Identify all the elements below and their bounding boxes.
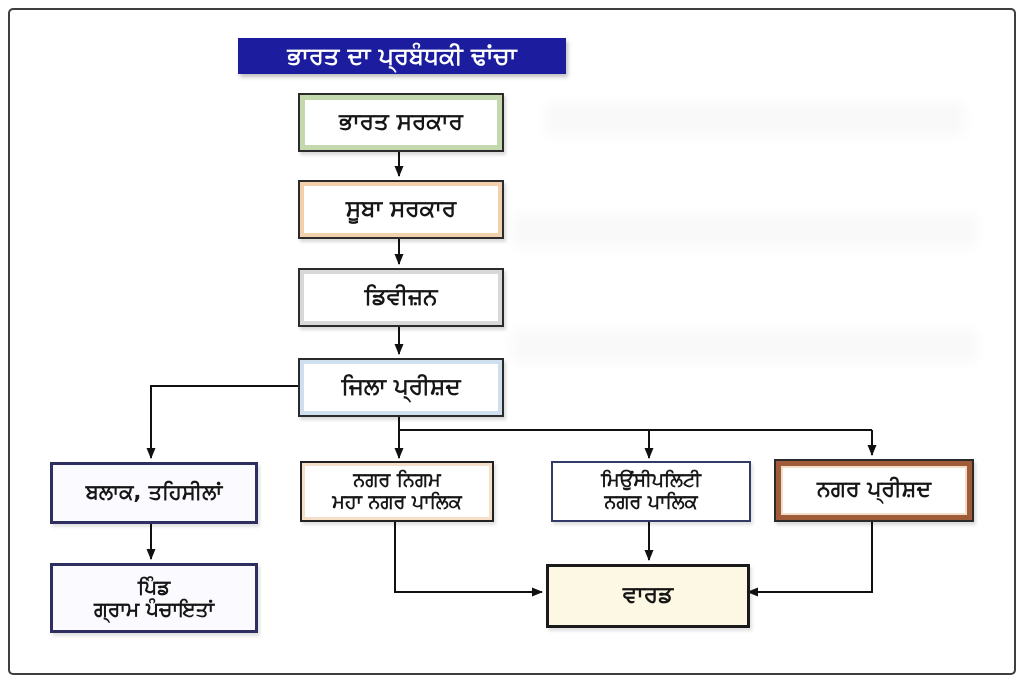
node-label: ਭਾਰਤ ਸਰਕਾਰ	[339, 108, 463, 135]
node-label: ਬਲਾਕ, ਤਹਿਸੀਲਾਂ	[85, 480, 223, 505]
node-label-line2: ਗ੍ਰਾਮ ਪੰਚਾਇਤਾਂ	[93, 597, 215, 621]
edge-nigam-ward	[394, 521, 543, 597]
node-block-tehsil: ਬਲਾਕ, ਤਹਿਸੀਲਾਂ	[50, 462, 258, 524]
node-label-line1: ਨਗਰ ਨਿਗਮ	[353, 469, 441, 492]
node-division: ਡਿਵੀਜ਼ਨ	[298, 268, 504, 327]
node-municipality: ਮਿਉਂਸੀਪਲਿਟੀ ਨਗਰ ਪਾਲਿਕ	[551, 461, 751, 522]
node-label-line1: ਪਿੰਡ	[137, 574, 171, 599]
node-label-line2: ਮਹਾ ਨਗਰ ਪਾਲਿਕ	[332, 490, 462, 513]
node-bharat-sarkar: ਭਾਰਤ ਸਰਕਾਰ	[298, 93, 504, 152]
node-nagar-parishad: ਨਗਰ ਪ੍ਰੀਸ਼ਦ	[774, 459, 974, 522]
node-label: ਨਗਰ ਪ੍ਰੀਸ਼ਦ	[816, 477, 932, 503]
diagram-title: ਭਾਰਤ ਦਾ ਪ੍ਰਬੰਧਕੀ ਢਾਂਚਾ	[238, 38, 566, 74]
node-label-line1: ਮਿਉਂਸੀਪਲਿਟੀ	[601, 469, 701, 492]
node-zila-parishad: ਜਿਲਾ ਪ੍ਰੀਸ਼ਦ	[298, 358, 504, 417]
node-label: ਸੂਬਾ ਸਰਕਾਰ	[345, 195, 457, 222]
node-ward: ਵਾਰਡ	[546, 564, 750, 628]
node-label: ਡਿਵੀਜ਼ਨ	[364, 283, 438, 310]
node-label: ਜਿਲਾ ਪ੍ਰੀਸ਼ਦ	[341, 373, 461, 400]
node-label: ਵਾਰਡ	[622, 582, 674, 609]
node-nagar-nigam: ਨਗਰ ਨਿਗਮ ਮਹਾ ਨਗਰ ਪਾਲਿਕ	[300, 461, 494, 522]
node-pind-gram-panchayat: ਪਿੰਡ ਗ੍ਰਾਮ ਪੰਚਾਇਤਾਂ	[50, 563, 258, 633]
edge-parishad-ward	[747, 521, 873, 597]
node-suba-sarkar: ਸੂਬਾ ਸਰਕਾਰ	[298, 180, 504, 239]
edge-zila-branch-bus	[398, 415, 872, 431]
edge-zila-block	[146, 385, 298, 459]
node-label-line2: ਨਗਰ ਪਾਲਿਕ	[604, 490, 698, 513]
